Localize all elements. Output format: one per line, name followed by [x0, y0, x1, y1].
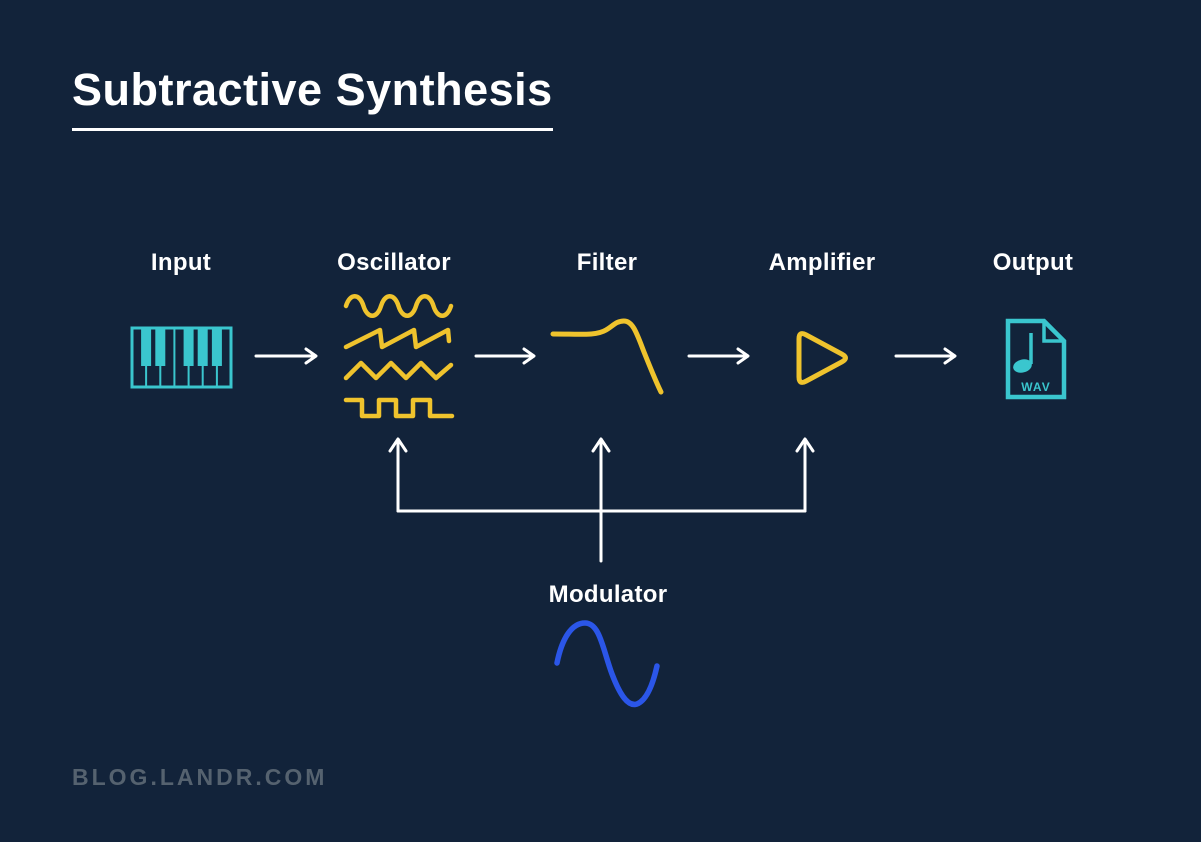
modulator-sine-icon — [554, 620, 660, 708]
arrow-modulator-to-amplifier — [795, 437, 815, 513]
arrow-oscillator-to-filter — [474, 347, 536, 365]
stage-label-input: Input — [150, 249, 212, 276]
footer-url: BLOG.LANDR.COM — [72, 764, 328, 790]
wav-file-icon: WAV — [1005, 318, 1067, 400]
modulator-label: Modulator — [548, 581, 668, 608]
arrow-modulator-to-filter — [591, 437, 611, 563]
oscillator-waveforms-icon — [343, 294, 455, 419]
arrow-input-to-oscillator — [254, 347, 318, 365]
flow-arrows — [254, 347, 957, 365]
sine-wave-icon — [343, 294, 454, 318]
page-title: Subtractive Synthesis — [72, 64, 553, 131]
sawtooth-wave-icon — [343, 327, 452, 350]
stage-label-amplifier: Amplifier — [768, 249, 876, 276]
wav-file-label: WAV — [1021, 380, 1050, 394]
square-wave-icon — [343, 397, 455, 419]
music-note-icon — [1013, 333, 1033, 373]
piano-keyboard-icon — [130, 326, 233, 389]
modulation-routing-arrows — [388, 437, 815, 563]
arrow-filter-to-amplifier — [687, 347, 750, 365]
arrow-amplifier-to-output — [894, 347, 957, 365]
filter-response-icon — [550, 318, 664, 395]
arrow-modulator-to-oscillator — [388, 437, 408, 513]
stage-label-filter: Filter — [576, 249, 638, 276]
triangle-wave-icon — [343, 360, 454, 381]
stage-label-output: Output — [992, 249, 1074, 276]
stage-label-oscillator: Oscillator — [337, 249, 451, 276]
amplifier-triangle-icon — [796, 331, 848, 385]
